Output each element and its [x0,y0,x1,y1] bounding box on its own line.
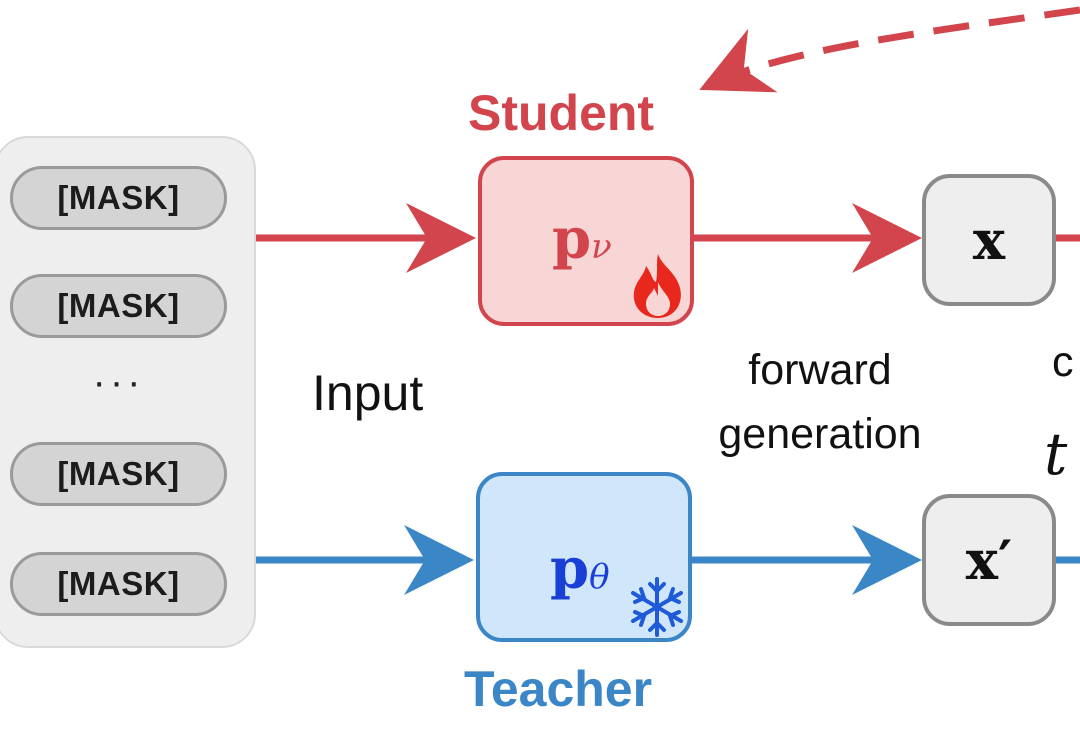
student-symbol: pν [552,206,612,272]
teacher-output-xprime: x′ [922,494,1056,626]
student-model-box: pν [478,156,694,326]
forward-generation-label: forward generation [700,338,940,466]
mask-token-3: [MASK] [10,442,227,506]
mask-token-4: [MASK] [10,552,227,616]
mask-token-2: [MASK] [10,274,227,338]
mask-ellipsis: ··· [92,360,145,404]
teacher-model-box: pθ [476,472,692,642]
snowflake-icon [631,577,683,637]
generation-line-1: forward [748,346,892,394]
mask-token-1: [MASK] [10,166,227,230]
feedback-dashed-arrow [699,6,1080,93]
teacher-symbol: pθ [550,536,610,602]
student-output-x: x [922,174,1056,306]
cut-off-text-t: t [1044,420,1068,488]
input-label: Input [312,365,424,421]
teacher-title: Teacher [464,661,653,717]
generation-line-2: generation [718,410,922,458]
student-title: Student [468,85,655,141]
cut-off-text-c: c [1052,338,1074,386]
flame-icon [633,254,681,318]
